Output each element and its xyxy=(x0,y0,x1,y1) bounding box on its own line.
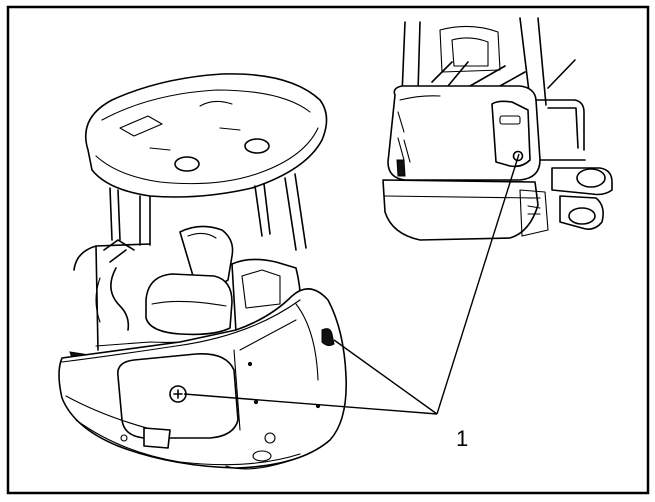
diagram-frame xyxy=(6,5,650,495)
excavator-rear-view-icon xyxy=(382,17,613,241)
callout-number-1: 1 xyxy=(456,426,468,451)
side-key-lock-icon xyxy=(321,328,335,347)
excavator-front-view-icon xyxy=(58,73,347,470)
callout-leader-lines xyxy=(183,153,520,415)
